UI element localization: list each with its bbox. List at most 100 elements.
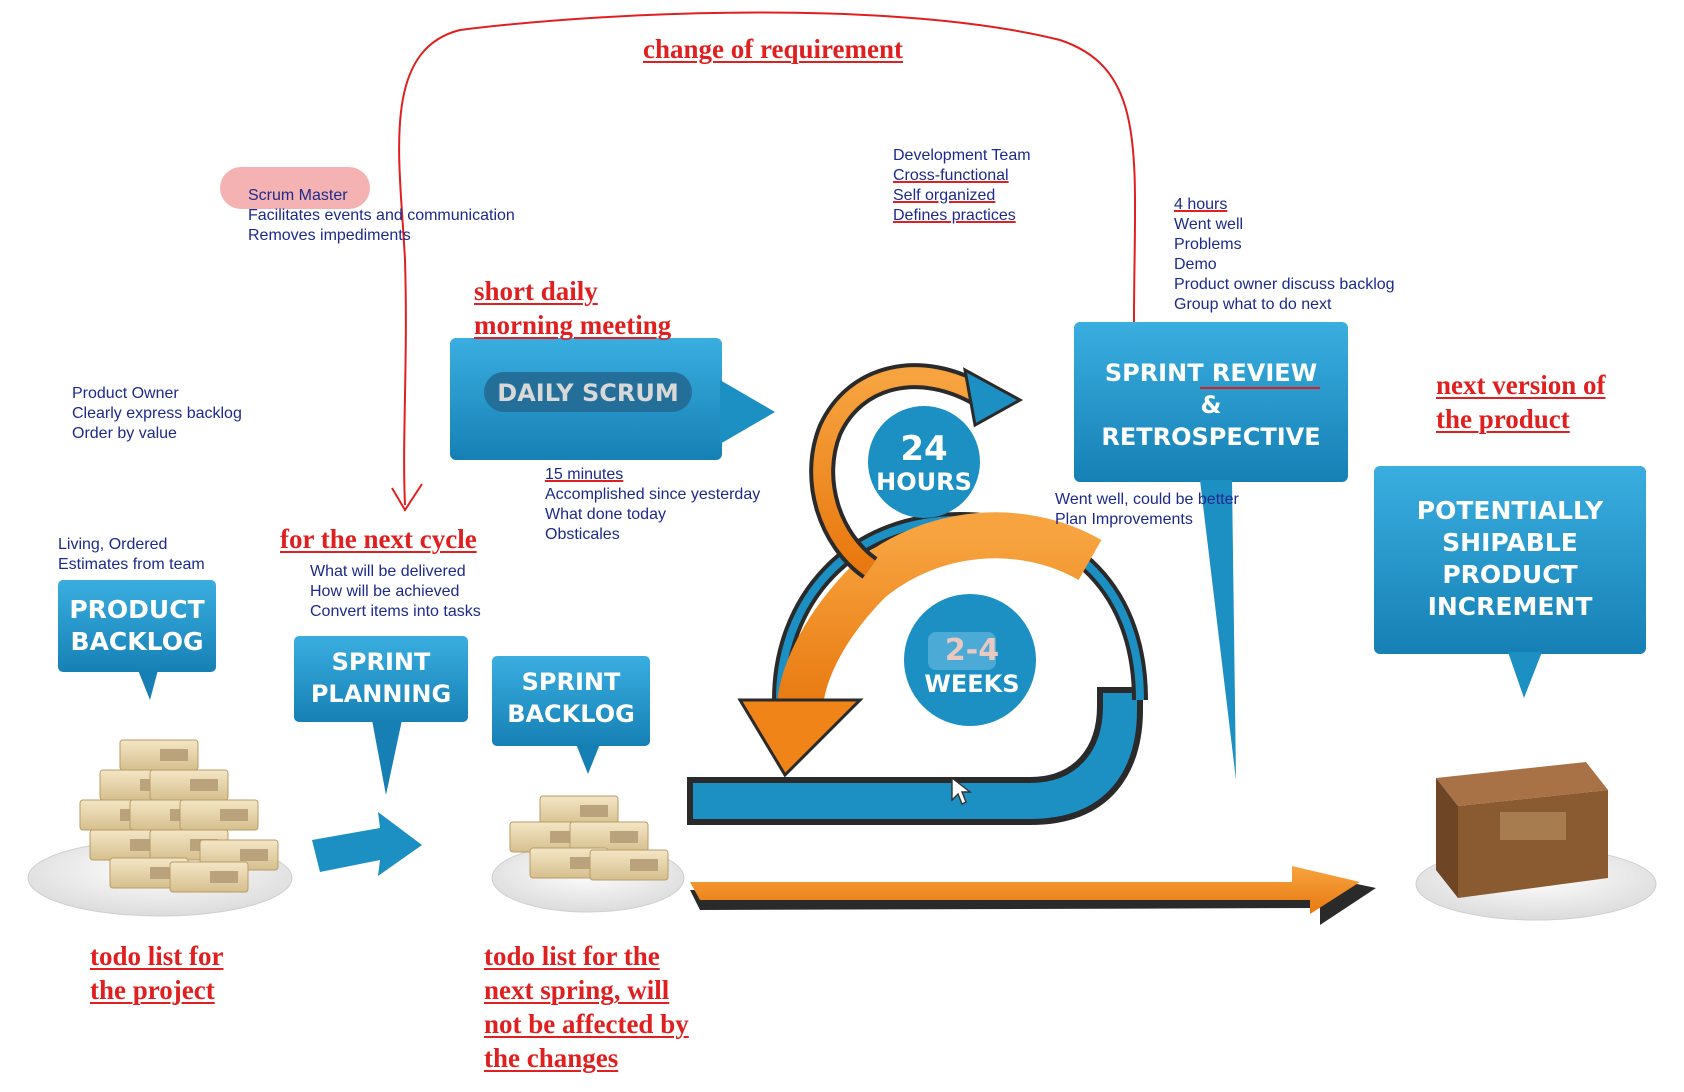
svg-text:HOURS: HOURS: [876, 468, 972, 496]
card-label: [240, 849, 268, 861]
increment-line4: INCREMENT: [1428, 592, 1593, 621]
retro-note: Went well, could be better Plan Improvem…: [1055, 490, 1239, 530]
sprint-cycle-unit: WEEKS: [924, 670, 1019, 698]
dev-team-title: Development Team: [893, 147, 1031, 164]
daily-scrum-label: DAILY SCRUM: [497, 379, 678, 407]
scrum-master-line: Facilitates events and communication: [248, 207, 515, 224]
scrum-master-title: Scrum Master: [248, 187, 348, 204]
svg-text:INCREMENT: INCREMENT: [1428, 592, 1593, 621]
svg-text:SPRINT: SPRINT: [522, 668, 621, 696]
review-duration: 4 hours: [1174, 196, 1228, 213]
daily-line: Accomplished since yesterday: [545, 486, 761, 503]
card-label: [580, 805, 608, 817]
daily-line: Obsticales: [545, 526, 620, 543]
svg-text:BACKLOG: BACKLOG: [71, 627, 204, 656]
planning-note: What will be delivered How will be achie…: [310, 562, 481, 622]
review-line: Demo: [1174, 256, 1217, 273]
product-backlog-line1: PRODUCT: [69, 595, 204, 624]
product-backlog-line2: BACKLOG: [71, 627, 204, 656]
increment-line2: SHIPABLE: [1442, 528, 1578, 557]
requirement-change-arrowhead: [391, 483, 423, 512]
backlog-card: [169, 861, 249, 893]
svg-text:DAILY SCRUM: DAILY SCRUM: [497, 379, 678, 407]
daily-cycle-value: 24: [900, 429, 947, 469]
scrum-master-highlight: [220, 167, 370, 209]
sprint-backlog-box: [492, 656, 650, 774]
requirement-change-loop: [398, 11, 1137, 506]
mouse-cursor-icon: [951, 776, 973, 805]
daily-scrum-note: 15 minutes Accomplished since yesterday …: [545, 465, 760, 545]
svg-text:RETROSPECTIVE: RETROSPECTIVE: [1101, 423, 1320, 451]
svg-text:&: &: [1201, 391, 1222, 419]
sprint-cycle-value: 2-4: [945, 633, 999, 668]
backlog-note: Living, Ordered Estimates from team: [58, 535, 205, 575]
card-label: [190, 779, 218, 791]
todo-sprint-line2: next spring, will: [484, 975, 670, 1005]
planning-line: How will be achieved: [310, 583, 460, 600]
sprint-planning-box: [294, 636, 468, 795]
planning-arrow: [312, 812, 422, 876]
short-daily-line1: short daily: [474, 276, 598, 306]
todo-sprint-line1: todo list for the: [484, 941, 660, 971]
retro-line: Went well, could be better: [1055, 491, 1239, 508]
change-of-requirement-annotation: change of requirement: [643, 34, 903, 64]
retro-line: Plan Improvements: [1055, 511, 1193, 528]
card-label: [610, 831, 638, 843]
review-line: Group what to do next: [1174, 296, 1332, 313]
card-label: [630, 859, 658, 871]
scrum-master-line: Removes impediments: [248, 227, 411, 244]
backlog-line: Estimates from team: [58, 556, 205, 573]
increment-line3: PRODUCT: [1442, 560, 1577, 589]
svg-text:BACKLOG: BACKLOG: [507, 700, 635, 728]
todo-sprint-annotation: todo list for the next spring, will not …: [484, 939, 689, 1075]
dev-team-line: Cross-functional: [893, 167, 1009, 184]
todo-sprint-line4: the changes: [484, 1043, 619, 1073]
short-daily-annotation: short daily morning meeting: [474, 274, 671, 342]
svg-text:PRODUCT: PRODUCT: [69, 595, 204, 624]
svg-text:POTENTIALLY: POTENTIALLY: [1417, 496, 1604, 525]
review-line: Product owner discuss backlog: [1174, 276, 1395, 293]
dev-team-line: Defines practices: [893, 207, 1016, 224]
dev-team-line: Self organized: [893, 187, 996, 204]
dev-team-note: Development Team Cross-functional Self o…: [893, 146, 1031, 226]
planning-line: Convert items into tasks: [310, 603, 481, 620]
sprint-review-line2: &: [1201, 391, 1222, 419]
product-backlog-cards: [79, 739, 279, 893]
product-backlog-box: [58, 580, 216, 700]
review-line: Problems: [1174, 236, 1242, 253]
review-note: 4 hours Went well Problems Demo Product …: [1174, 195, 1395, 315]
todo-sprint-line3: not be affected by: [484, 1009, 689, 1039]
svg-text:SPRINT REVIEW: SPRINT REVIEW: [1105, 359, 1317, 387]
sprint-review-box: [1074, 322, 1348, 780]
sprint-cycle-arrow: [687, 363, 1376, 925]
product-owner-title: Product Owner: [72, 385, 179, 402]
daily-line: What done today: [545, 506, 666, 523]
svg-text:SPRINT: SPRINT: [332, 648, 431, 676]
todo-project-line2: the project: [90, 975, 215, 1005]
daily-duration: 15 minutes: [545, 466, 624, 483]
todo-project-line1: todo list for: [90, 941, 224, 971]
daily-cycle-unit: HOURS: [876, 468, 972, 496]
svg-text:SHIPABLE: SHIPABLE: [1442, 528, 1578, 557]
svg-text:PRODUCT: PRODUCT: [1442, 560, 1577, 589]
product-owner-line: Clearly express backlog: [72, 405, 242, 422]
card-label: [160, 749, 188, 761]
sprint-backlog-line1: SPRINT: [522, 668, 621, 696]
svg-text:2-4: 2-4: [945, 633, 999, 668]
sprint-planning-line1: SPRINT: [332, 648, 431, 676]
svg-text:PLANNING: PLANNING: [311, 680, 451, 708]
svg-text:WEEKS: WEEKS: [924, 670, 1019, 698]
card-label: [220, 809, 248, 821]
review-line: Went well: [1174, 216, 1244, 233]
backlog-line: Living, Ordered: [58, 536, 168, 553]
next-cycle-annotation: for the next cycle: [280, 524, 477, 554]
backlog-card: [589, 849, 669, 881]
sprint-planning-line2: PLANNING: [311, 680, 451, 708]
sprint-backlog-cards: [509, 795, 669, 881]
sprint-backlog-line2: BACKLOG: [507, 700, 635, 728]
daily-scrum-box: [450, 338, 775, 460]
next-version-line1: next version of: [1436, 370, 1606, 400]
planning-line: What will be delivered: [310, 563, 466, 580]
